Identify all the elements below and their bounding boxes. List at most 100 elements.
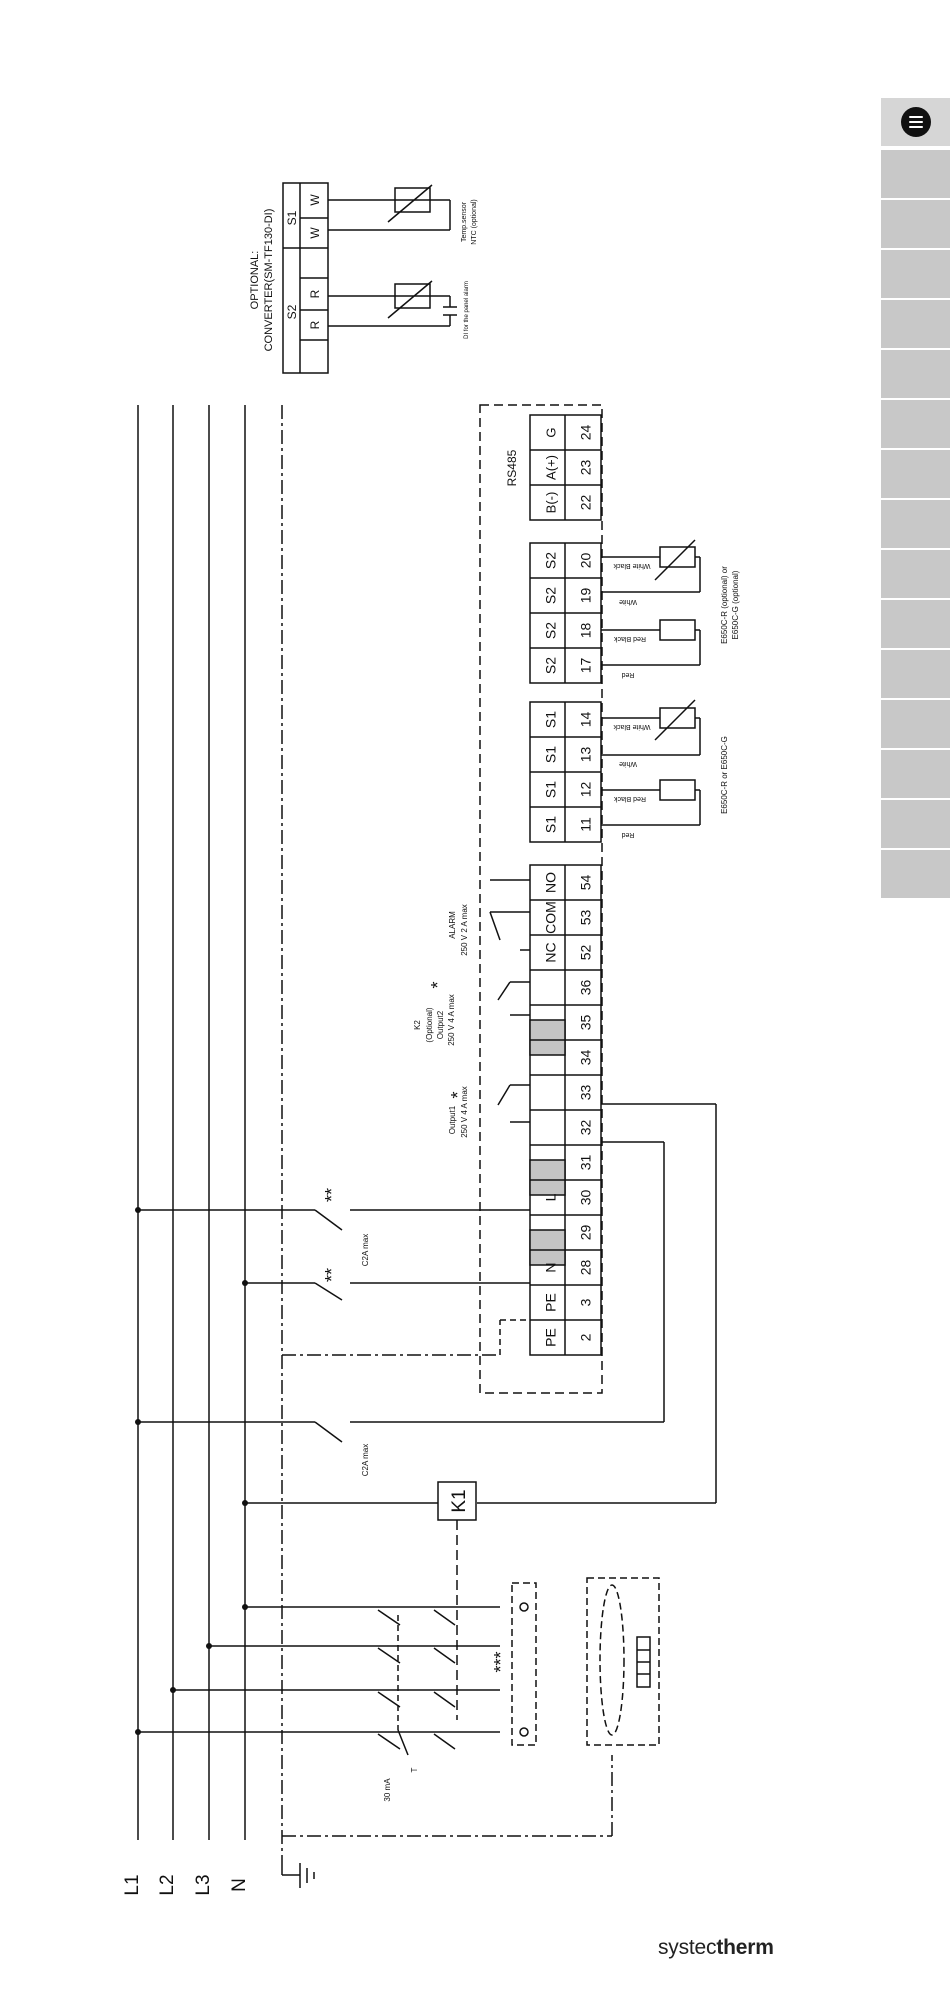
label-white-black-1: White Black	[613, 723, 650, 730]
label-rcd-t: T	[410, 1767, 419, 1772]
terminal-number: 13	[578, 747, 594, 763]
sidebar-tab[interactable]	[881, 300, 950, 348]
label-triple-star: ***	[491, 1651, 511, 1672]
terminal-number: 29	[578, 1225, 594, 1241]
terminal-label: S2	[543, 622, 559, 639]
sidebar-tab[interactable]	[881, 450, 950, 498]
terminal-number: 28	[578, 1260, 594, 1276]
label-sensor2-2: E650C-G (optional)	[731, 570, 740, 639]
sidebar-tab[interactable]	[881, 200, 950, 248]
terminal-number: 31	[578, 1155, 594, 1171]
sidebar-tab[interactable]	[881, 500, 950, 548]
optional-subtitle: CONVERTER(SM-TF130-DI)	[263, 209, 275, 352]
terminal-number: 30	[578, 1190, 594, 1206]
terminal-number: 11	[578, 817, 594, 832]
optional-temp-note-1: Temp.sensor	[461, 201, 468, 242]
menu-button[interactable]	[881, 98, 950, 146]
label-white-1: White	[619, 760, 637, 767]
label-output1-2: 250 V 4 A max	[460, 1086, 469, 1138]
optional-w-2: W	[308, 194, 322, 206]
label-white-black-2: White Black	[613, 562, 650, 569]
label-c2a-max-2: C2A max	[361, 1234, 370, 1266]
terminal-label: S1	[543, 746, 559, 763]
optional-di-note: DI for the panel alarm	[464, 281, 470, 339]
label-white-2: White	[619, 598, 637, 605]
menu-icon	[900, 107, 931, 137]
terminal-number: 53	[578, 910, 594, 926]
terminal-number: 12	[578, 782, 594, 798]
sidebar-tab[interactable]	[881, 250, 950, 298]
terminal-label: S1	[543, 711, 559, 728]
sidebar-tab[interactable]	[881, 400, 950, 448]
sidebar-tab[interactable]	[881, 800, 950, 848]
label-k2-2: (Optional)	[425, 1007, 434, 1042]
terminal-number: 36	[578, 980, 594, 996]
sidebar-tab[interactable]	[881, 600, 950, 648]
terminal-number: 32	[578, 1120, 594, 1136]
label-sensor1: E650C-R or E650C-G	[720, 736, 729, 814]
label-n: N	[229, 1878, 250, 1892]
optional-w-1: W	[308, 227, 322, 239]
label-l2: L2	[157, 1874, 178, 1895]
sidebar-tab[interactable]	[881, 550, 950, 598]
terminal-number: 18	[578, 623, 594, 639]
sidebar-tab[interactable]	[881, 700, 950, 748]
terminal-number: 23	[578, 460, 594, 476]
terminal-label: NC	[543, 942, 559, 962]
terminal-number: 17	[578, 658, 594, 674]
terminal-label: G	[543, 427, 558, 437]
terminal-label: PE	[543, 1328, 559, 1347]
sidebar-tab[interactable]	[881, 150, 950, 198]
label-sensor2-1: E650C-R (optional) or	[720, 566, 729, 644]
terminal-number: 34	[578, 1050, 594, 1066]
terminal-number: 22	[578, 495, 594, 511]
label-red-1: Red	[621, 831, 634, 838]
terminal-number: 33	[578, 1085, 594, 1101]
sidebar-tab[interactable]	[881, 850, 950, 898]
terminal-label: N	[543, 1262, 559, 1272]
terminal-number: 24	[578, 425, 594, 441]
sidebar-tab[interactable]	[881, 650, 950, 698]
label-k2-1: K2	[413, 1020, 422, 1030]
optional-s2: S2	[285, 304, 299, 319]
sidebar-tab[interactable]	[881, 350, 950, 398]
brand-logo: systectherm	[658, 1936, 774, 1960]
terminal-label: S2	[543, 657, 559, 674]
brand-text-light: systec	[658, 1936, 717, 1959]
terminal-number: 20	[578, 553, 594, 569]
terminal-label: NO	[543, 872, 559, 893]
label-red-2: Red	[621, 671, 634, 678]
sidebar-tab[interactable]	[881, 750, 950, 798]
label-c2a-max-1: C2A max	[361, 1444, 370, 1476]
label-k1: K1	[449, 1489, 470, 1512]
terminal-label: L	[543, 1193, 559, 1201]
terminal-number: 2	[578, 1333, 594, 1341]
optional-r-1: R	[308, 320, 322, 329]
terminal-number: 54	[578, 875, 594, 891]
label-alarm-2: 250 V 2 A max	[460, 904, 469, 956]
label-red-black-1: Red Black	[614, 795, 646, 802]
optional-title: OPTIONAL:	[249, 251, 261, 310]
terminal-number: 14	[578, 712, 594, 728]
label-l3: L3	[193, 1874, 214, 1895]
terminal-number: 35	[578, 1015, 594, 1031]
brand-text-bold: therm	[716, 1936, 774, 1959]
terminal-number: 52	[578, 945, 594, 961]
label-alarm-1: ALARM	[448, 911, 457, 939]
terminal-number: 3	[578, 1298, 594, 1306]
label-red-black-2: Red Black	[614, 635, 646, 642]
terminal-label: S1	[543, 781, 559, 798]
terminal-label: COM	[543, 901, 559, 934]
label-k2-4: 250 V 4 A max	[447, 994, 456, 1046]
label-k2-star: *	[428, 981, 448, 988]
label-output1-1: Output1	[448, 1105, 457, 1134]
optional-s1: S1	[285, 210, 299, 225]
terminal-number: 19	[578, 588, 594, 604]
label-double-star-2: **	[322, 1188, 342, 1202]
label-l1: L1	[122, 1874, 143, 1895]
